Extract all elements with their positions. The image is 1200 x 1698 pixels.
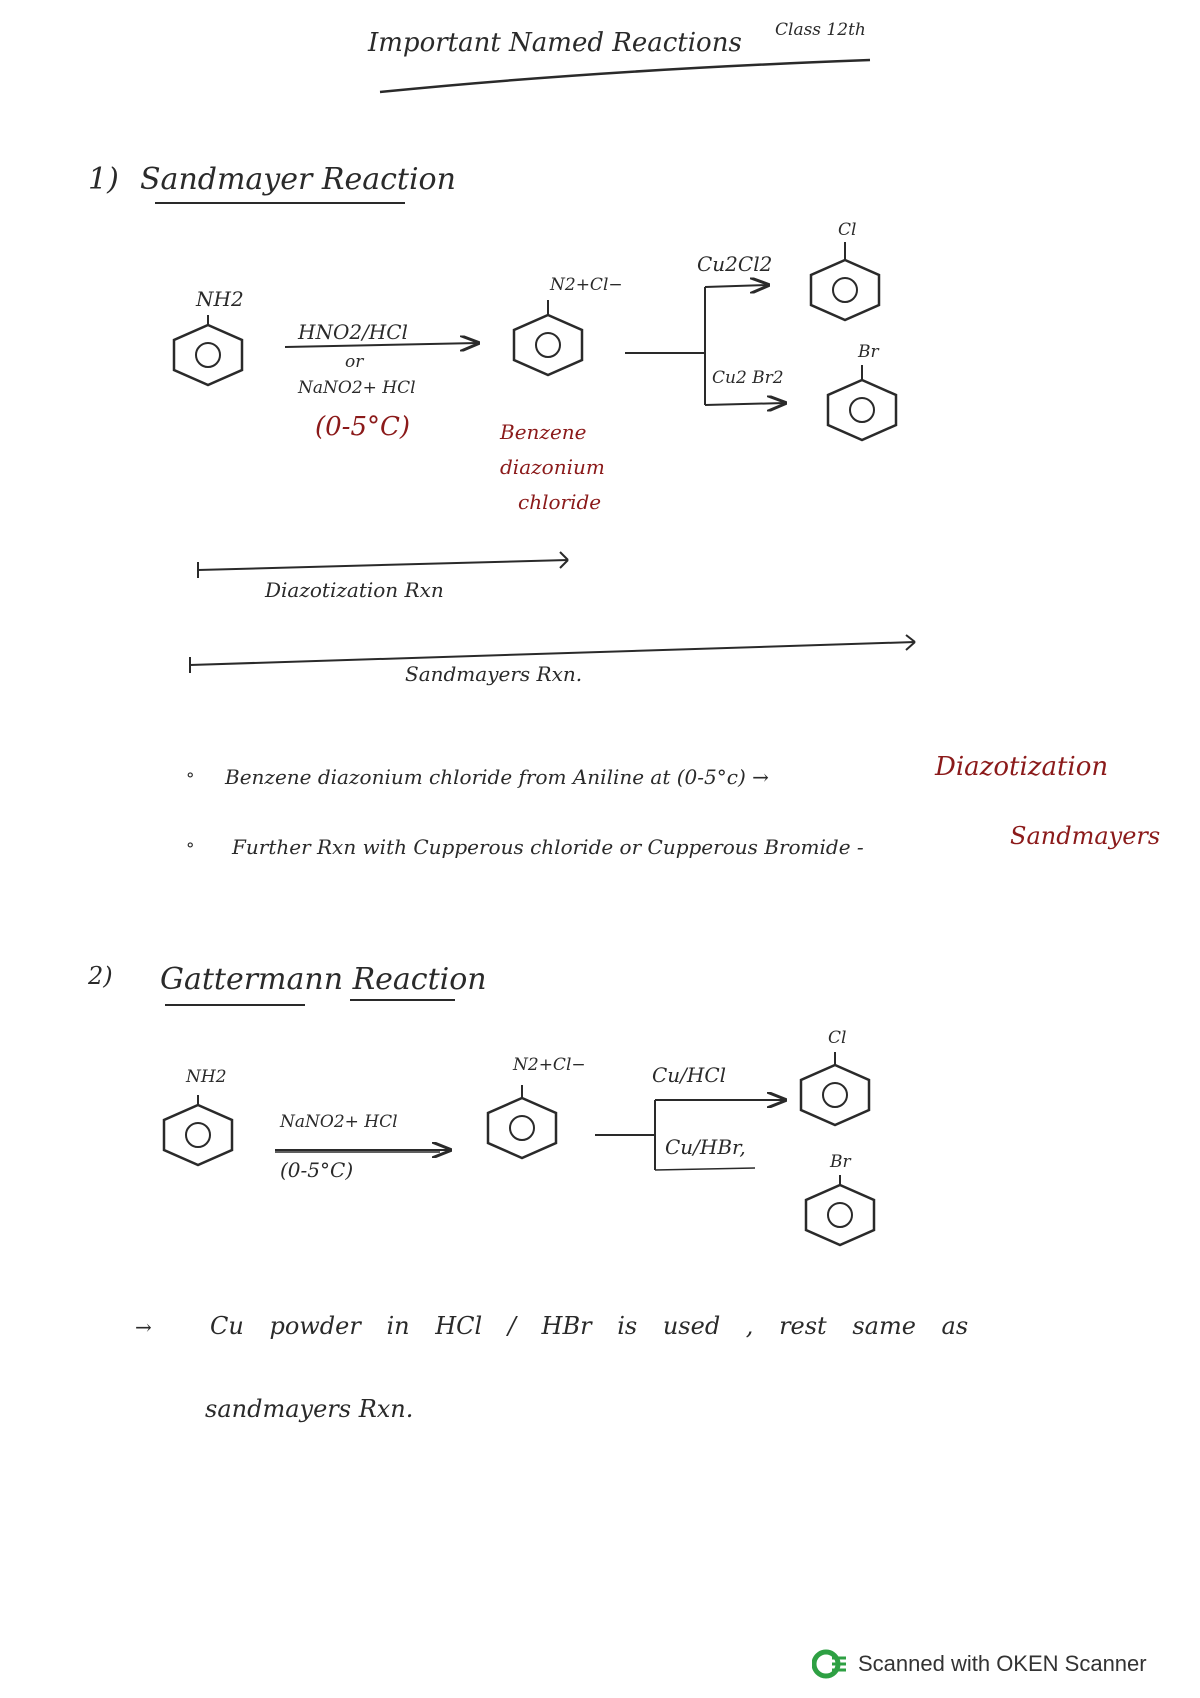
aniline-ring-1 [172, 323, 244, 387]
diazotization-label: Diazotization Rxn [265, 578, 444, 602]
note-line2-2: sandmayers Rxn. [205, 1395, 414, 1423]
sandmayers-span [189, 641, 916, 666]
note-text-2: Further Rxn with Cupperous chloride or C… [232, 835, 864, 859]
product-top-label-2: Cl [828, 1028, 847, 1048]
aniline-label-1: NH2 [196, 287, 244, 311]
bromobenzene-ring-1 [826, 378, 898, 442]
aniline-ring-2 [162, 1103, 234, 1167]
branch-top-reagent-2: Cu/HCl [652, 1063, 727, 1087]
note-bullet-1: ° [186, 770, 195, 790]
product-bottom-label-2: Br [830, 1152, 851, 1172]
branch-arrow-bottom-1 [704, 403, 785, 405]
note-text-1: Benzene diazonium chloride from Aniline … [225, 765, 769, 789]
section1-title: Sandmayer Reaction [140, 162, 456, 197]
title-underline [379, 58, 871, 94]
note-highlight-2: Sandmayers [1010, 822, 1161, 850]
reagent-or-1: or [345, 352, 364, 372]
intermediate-name-line3: chloride [518, 490, 602, 514]
reagent-2: NaNO2+ HCl [280, 1112, 398, 1132]
section1-number: 1) [88, 162, 119, 197]
note-bullet-2: ° [186, 840, 195, 860]
reagent-top-1: HNO2/HCl [298, 320, 408, 344]
reaction-arrow-1 [284, 343, 478, 347]
diazonium-ring-2 [486, 1096, 558, 1160]
chlorobenzene-ring-1 [809, 258, 881, 322]
scanner-logo-icon [812, 1649, 846, 1679]
temperature-2: (0-5°C) [280, 1158, 354, 1182]
note-arrow-2: → [135, 1315, 152, 1339]
scanner-watermark: Scanned with OKEN Scanner [812, 1648, 1147, 1680]
note-highlight-1: Diazotization [935, 752, 1109, 782]
scanner-text: Scanned with OKEN Scanner [858, 1651, 1147, 1676]
diazotization-span [197, 559, 569, 571]
diazonium-ring-1 [512, 313, 584, 377]
branch-bottom-reagent-1: Cu2 Br2 [712, 368, 784, 388]
branch-arrow-bottom-2 [654, 1167, 756, 1171]
bromobenzene-ring-2 [804, 1183, 876, 1247]
section2-title: Gattermann Reaction [160, 962, 487, 997]
branch-arrow-top-1 [704, 285, 768, 287]
temperature-1: (0-5°C) [315, 412, 411, 442]
note-line1-2: Cu powder in HCl / HBr is used , rest sa… [210, 1312, 969, 1340]
product-bottom-label-1: Br [858, 342, 879, 362]
branch-bottom-reagent-2: Cu/HBr, [665, 1135, 746, 1159]
intermediate-name-line1: Benzene [500, 420, 587, 444]
chlorobenzene-ring-2 [799, 1063, 871, 1127]
product-top-label-1: Cl [838, 220, 857, 240]
page-title: Important Named Reactions [368, 28, 742, 58]
diazonium-label-2: N2+Cl− [513, 1055, 586, 1075]
reagent-bottom-1: NaNO2+ HCl [298, 378, 416, 398]
diazonium-label-1: N2+Cl− [550, 275, 623, 295]
intermediate-name-line2: diazonium [500, 455, 605, 479]
class-label: Class 12th [775, 20, 866, 40]
branch-top-reagent-1: Cu2Cl2 [697, 252, 773, 276]
aniline-label-2: NH2 [186, 1067, 227, 1087]
sandmayers-label: Sandmayers Rxn. [405, 662, 583, 686]
section2-number: 2) [88, 962, 113, 990]
